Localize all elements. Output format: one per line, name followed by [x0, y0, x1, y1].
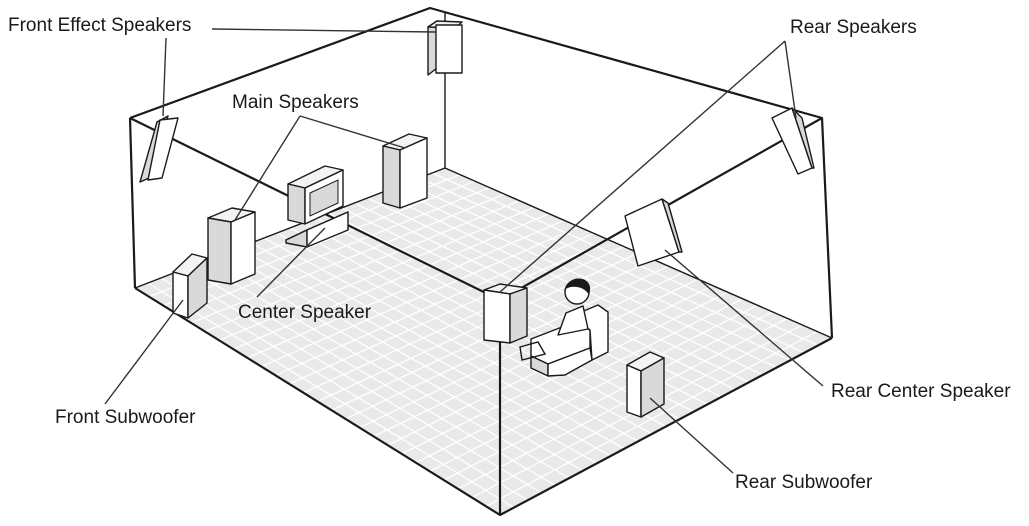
label-rear-subwoofer: Rear Subwoofer	[735, 472, 873, 493]
floor-grid-line	[303, 245, 624, 394]
floor-grid-line	[162, 180, 476, 307]
floor-grid-line	[247, 219, 565, 359]
leader-lines	[104, 28, 824, 474]
label-front-subwoofer: Front Subwoofer	[55, 407, 196, 428]
label-center-speaker: Center Speaker	[238, 302, 372, 323]
floor-grid-line	[415, 298, 743, 464]
floor-grid-line	[190, 193, 505, 324]
television	[285, 165, 349, 248]
rear-center-speaker	[624, 198, 683, 267]
front-subwoofer	[172, 253, 208, 319]
floor-grid-line	[359, 272, 684, 429]
label-rear-center-speaker: Rear Center Speaker	[831, 381, 1011, 402]
floor-grid-line	[443, 311, 773, 481]
floor-grid-line	[429, 304, 758, 472]
floor-grid-line	[317, 252, 639, 403]
floor-grid-line	[176, 187, 490, 315]
floor-grid-line	[204, 200, 520, 333]
floor-grid-line	[218, 206, 535, 341]
rear-subwoofer	[626, 351, 665, 418]
floor-grid-line	[289, 239, 609, 385]
floor-grid-line	[261, 226, 580, 368]
main-speaker-right	[382, 133, 428, 209]
main-speaker-left	[207, 207, 256, 285]
floor-grid-line	[457, 317, 788, 490]
floor-grid-line	[275, 232, 595, 376]
label-rear-speakers: Rear Speakers	[790, 17, 917, 38]
floor-grid-line	[485, 330, 818, 507]
floor-grid-line	[233, 213, 550, 350]
rear-effect-speaker-right	[771, 107, 815, 175]
front-effect-speaker-top	[427, 20, 463, 76]
label-main-speakers: Main Speakers	[232, 92, 359, 113]
rear-speaker-mid	[483, 283, 528, 344]
listener-in-chair	[519, 278, 609, 377]
front-effect-speaker-left	[139, 115, 179, 183]
label-front-effect-speakers: Front Effect Speakers	[8, 15, 191, 36]
room-floor	[135, 168, 832, 515]
